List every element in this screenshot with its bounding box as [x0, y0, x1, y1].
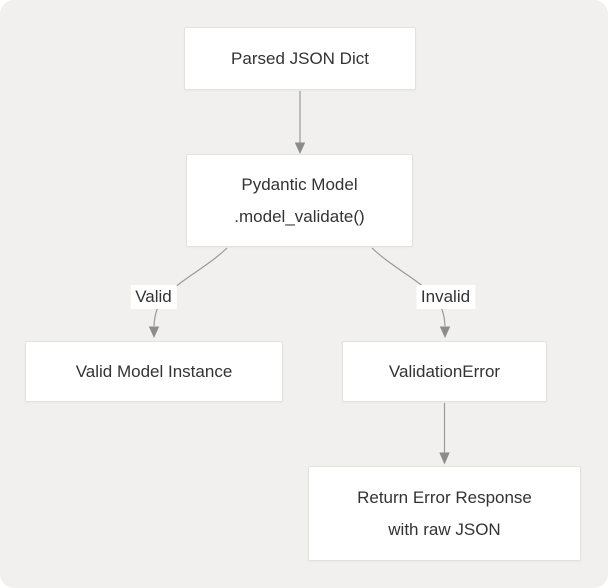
node-pydantic-model-validate: Pydantic Model .model_validate()	[186, 154, 413, 247]
node-label: Valid Model Instance	[75, 361, 233, 381]
node-valid-model-instance: Valid Model Instance	[25, 341, 283, 402]
arrowhead-validation-error-to-return-icon	[439, 452, 450, 465]
node-parsed-json-dict: Parsed JSON Dict	[184, 27, 416, 90]
edge-label-valid: Valid	[130, 284, 177, 309]
node-label: Parsed JSON Dict	[231, 48, 369, 68]
edge-label-invalid: Invalid	[415, 284, 476, 309]
arrowhead-pydantic-to-validation-error-icon	[439, 326, 451, 338]
arrowhead-pydantic-to-valid-instance-icon	[148, 326, 160, 338]
node-label-line-1: Return Error Response	[357, 487, 532, 507]
node-label-line-2: with raw JSON	[388, 519, 501, 539]
node-label-line-1: Pydantic Model	[241, 174, 358, 194]
node-return-error-response: Return Error Response with raw JSON	[308, 466, 581, 561]
node-label: ValidationError	[388, 361, 501, 381]
node-label-line-2: .model_validate()	[234, 206, 365, 226]
node-validation-error: ValidationError	[342, 341, 547, 402]
arrowhead-parsed-to-pydantic-icon	[294, 142, 306, 154]
